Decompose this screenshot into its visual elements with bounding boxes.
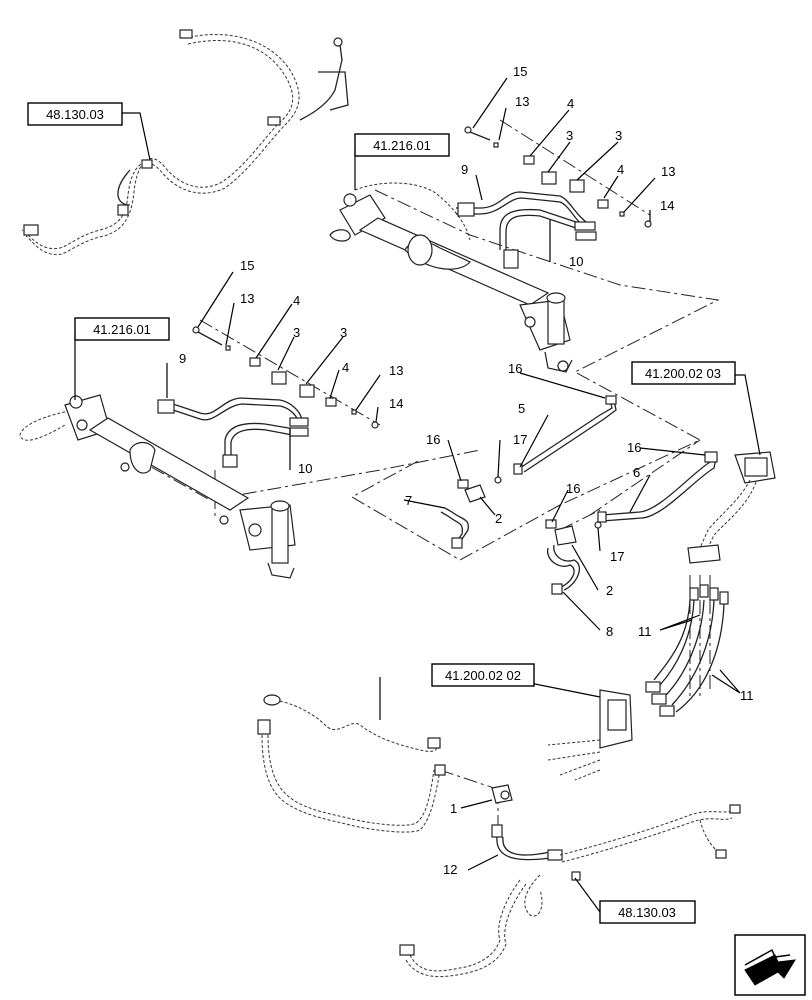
upper-cylinder-assembly (329, 182, 573, 373)
callout-3: 3 (615, 128, 622, 143)
callout-4: 4 (567, 96, 574, 111)
svg-text:41.216.01: 41.216.01 (373, 138, 431, 153)
callout-3: 3 (566, 128, 573, 143)
callout-13: 13 (389, 363, 403, 378)
callout-13: 13 (515, 94, 529, 109)
leader-lines (74, 77, 761, 913)
callout-17: 17 (610, 549, 624, 564)
ref-box-41-216-01-lower[interactable]: 41.216.01 (74, 317, 170, 341)
top-left-hose-assembly (21, 29, 349, 256)
callout-5: 5 (518, 401, 525, 416)
callout-4: 4 (293, 293, 300, 308)
upper-hoses-9-10 (456, 191, 597, 269)
callout-2: 2 (495, 511, 502, 526)
callout-10: 10 (298, 461, 312, 476)
callout-16: 16 (627, 440, 641, 455)
callout-4: 4 (617, 162, 624, 177)
svg-text:41.216.01: 41.216.01 (93, 322, 151, 337)
callout-16: 16 (426, 432, 440, 447)
next-page-arrow-icon[interactable] (734, 934, 806, 996)
svg-text:48.130.03: 48.130.03 (46, 107, 104, 122)
callout-16: 16 (566, 481, 580, 496)
center-tubes (440, 395, 718, 595)
callout-2: 2 (606, 583, 613, 598)
callout-1: 1 (450, 801, 457, 816)
callout-3: 3 (293, 325, 300, 340)
svg-text:48.130.03: 48.130.03 (618, 905, 676, 920)
callout-numbers: 15 13 4 3 3 9 4 13 14 10 15 13 4 3 3 9 4… (179, 64, 754, 877)
callout-9: 9 (179, 351, 186, 366)
callout-6: 6 (633, 465, 640, 480)
ref-box-41-200-02-02[interactable]: 41.200.02 02 (431, 663, 535, 687)
svg-text:41.200.02 02: 41.200.02 02 (445, 668, 521, 683)
lower-cylinder-assembly (19, 394, 296, 579)
lower-clamp-kit (192, 326, 379, 429)
callout-14: 14 (389, 396, 403, 411)
callout-14: 14 (660, 198, 674, 213)
callout-8: 8 (606, 624, 613, 639)
bottom-hose-assembly (399, 784, 741, 978)
callout-13: 13 (661, 164, 675, 179)
callout-9: 9 (461, 162, 468, 177)
callout-15: 15 (240, 258, 254, 273)
callout-3: 3 (340, 325, 347, 340)
svg-text:41.200.02 03: 41.200.02 03 (645, 366, 721, 381)
callout-16: 16 (508, 361, 522, 376)
upper-clamp-kit (464, 126, 652, 228)
lower-hoses-9-10 (157, 397, 309, 468)
right-valve-group (547, 451, 776, 781)
callout-11: 11 (740, 688, 754, 703)
callout-12: 12 (443, 862, 457, 877)
bottom-left-tube-assembly (257, 694, 446, 833)
ref-box-48-130-03-bottom[interactable]: 48.130.03 (599, 900, 696, 924)
callout-15: 15 (513, 64, 527, 79)
callout-10: 10 (569, 254, 583, 269)
callout-7: 7 (405, 493, 412, 508)
callout-17: 17 (513, 432, 527, 447)
callout-4: 4 (342, 360, 349, 375)
ref-box-41-216-01-upper[interactable]: 41.216.01 (354, 133, 450, 157)
ref-box-48-130-03-top[interactable]: 48.130.03 (27, 102, 123, 126)
ref-box-41-200-02-03[interactable]: 41.200.02 03 (631, 361, 736, 385)
callout-13: 13 (240, 291, 254, 306)
callout-11: 11 (638, 624, 652, 639)
